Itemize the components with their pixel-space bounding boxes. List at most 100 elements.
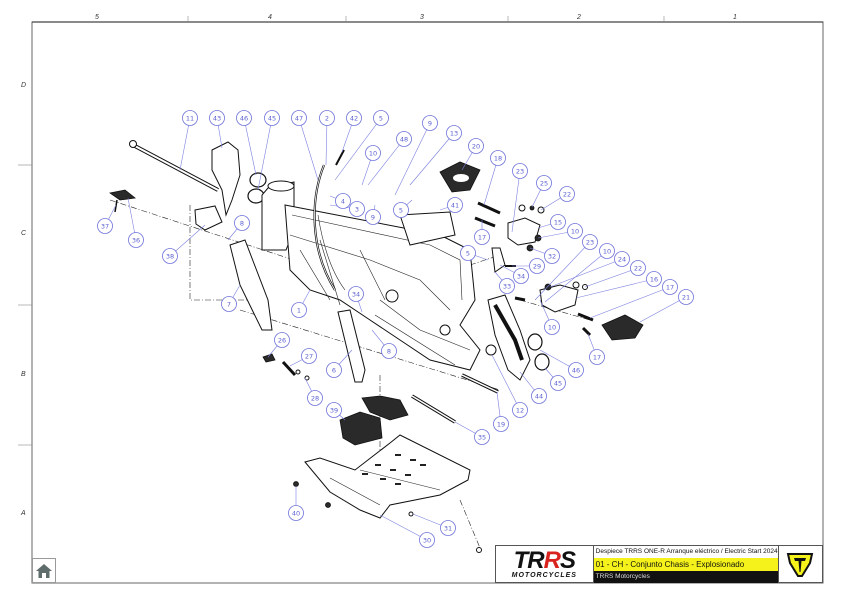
- callout-29: 29: [529, 258, 545, 274]
- callout-number: 34: [517, 273, 525, 281]
- callout-number: 35: [478, 434, 486, 442]
- callout-35: 35: [474, 429, 490, 445]
- zone-markers: 5 4 3 2 1 D C B A: [18, 14, 737, 517]
- callout-17: 17: [662, 279, 678, 295]
- callout-16: 16: [646, 271, 662, 287]
- callout-12: 12: [512, 402, 528, 418]
- callout-number: 2: [325, 115, 329, 123]
- callout-26: 26: [274, 332, 290, 348]
- callout-5: 5: [373, 110, 389, 126]
- leader-line: [534, 241, 591, 301]
- callout-19: 19: [493, 416, 509, 432]
- callout-number: 45: [268, 115, 276, 123]
- callout-number: 17: [478, 234, 486, 242]
- parts-artwork: [109, 140, 644, 553]
- callout-number: 9: [428, 120, 432, 128]
- callout-41: 41: [447, 197, 463, 213]
- drawing-description: Despiece TRRS ONE-R Arranque eléctrico /…: [595, 548, 778, 555]
- callout-number: 22: [634, 265, 642, 273]
- callout-number: 8: [240, 220, 244, 228]
- leader-line: [511, 170, 521, 233]
- leader-line: [367, 138, 405, 186]
- leader-line: [257, 117, 273, 191]
- callout-22: 22: [630, 260, 646, 276]
- callout-number: 5: [379, 115, 383, 123]
- drawing-company: TRRS Motorcycles: [593, 571, 778, 583]
- callout-number: 23: [586, 239, 594, 247]
- callout-15: 15: [550, 214, 566, 230]
- callout-23: 23: [582, 234, 598, 250]
- callout-8: 8: [234, 215, 250, 231]
- trrs-logo: TRRS MOTORCYCLES: [496, 546, 594, 582]
- callout-17: 17: [589, 349, 605, 365]
- callout-5: 5: [460, 245, 476, 261]
- logo-subtext: MOTORCYCLES: [511, 571, 577, 579]
- callout-number: 25: [540, 180, 548, 188]
- column-label: 1: [733, 14, 737, 21]
- callout-34: 34: [348, 286, 364, 302]
- trrs-emblem: [777, 546, 822, 582]
- callout-number: 6: [332, 367, 336, 375]
- leader-line: [491, 354, 521, 411]
- callout-10: 10: [567, 223, 583, 239]
- row-label: A: [20, 510, 26, 517]
- swingarm-axle: [129, 140, 219, 192]
- row-label: B: [21, 371, 26, 378]
- leader-line: [575, 278, 655, 299]
- callout-number: 18: [494, 155, 502, 163]
- row-label: C: [21, 230, 27, 237]
- leader-line: [639, 296, 687, 323]
- callout-45: 45: [264, 110, 280, 126]
- callout-39: 39: [326, 402, 342, 418]
- home-icon: [36, 563, 52, 578]
- callout-5: 5: [393, 202, 409, 218]
- drawing-title: 01 - CH - Conjunto Chasis - Explosionado: [593, 558, 778, 571]
- leader-line: [334, 117, 382, 181]
- callout-number: 33: [503, 283, 511, 291]
- callout-45: 45: [550, 375, 566, 391]
- callout-number: 17: [593, 354, 601, 362]
- callout-number: 42: [350, 115, 358, 123]
- callout-number: 44: [535, 393, 543, 401]
- callout-number: 12: [516, 407, 524, 415]
- callout-13: 13: [446, 125, 462, 141]
- callout-9: 9: [422, 115, 438, 131]
- callout-10: 10: [544, 319, 560, 335]
- callout-number: 22: [563, 191, 571, 199]
- column-label: 2: [576, 14, 581, 21]
- callout-40: 40: [288, 505, 304, 521]
- leader-line: [544, 250, 608, 303]
- callout-number: 16: [650, 276, 658, 284]
- callout-number: 11: [186, 115, 194, 123]
- callout-8: 8: [381, 343, 397, 359]
- callout-number: 38: [166, 253, 174, 261]
- callout-22: 22: [559, 186, 575, 202]
- callout-2: 2: [319, 110, 335, 126]
- callout-20: 20: [468, 138, 484, 154]
- callout-47: 47: [291, 110, 307, 126]
- column-label: 5: [95, 14, 99, 21]
- callout-32: 32: [544, 248, 560, 264]
- callout-10: 10: [365, 145, 381, 161]
- callout-10: 10: [599, 243, 615, 259]
- callout-number: 8: [387, 348, 391, 356]
- callout-number: 23: [516, 168, 524, 176]
- home-button[interactable]: [32, 558, 56, 583]
- callout-number: 10: [369, 150, 377, 158]
- callout-37: 37: [97, 218, 113, 234]
- leader-line: [298, 117, 319, 181]
- leader-line: [179, 117, 191, 171]
- callout-number: 7: [227, 301, 231, 309]
- leader-line: [394, 122, 431, 196]
- callout-6: 6: [326, 362, 342, 378]
- callout-number: 19: [497, 421, 505, 429]
- callout-1: 1: [291, 302, 307, 318]
- callout-4: 4: [335, 193, 351, 209]
- leader-line: [243, 117, 257, 176]
- callout-11: 11: [182, 110, 198, 126]
- callout-3: 3: [349, 201, 365, 217]
- callout-number: 4: [341, 198, 345, 206]
- callout-number: 10: [603, 248, 611, 256]
- callout-48: 48: [396, 131, 412, 147]
